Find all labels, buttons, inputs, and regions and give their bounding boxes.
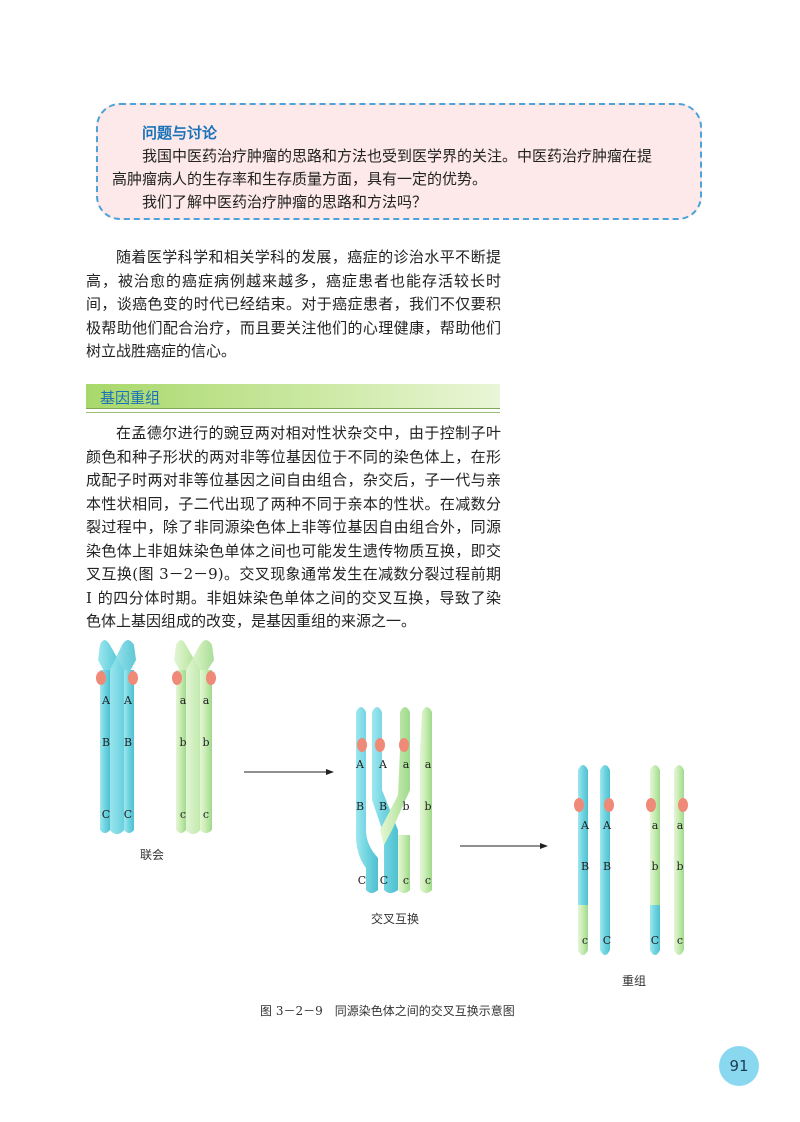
- centromere: [574, 798, 584, 812]
- chromatid-green-2: [420, 707, 432, 893]
- gene-letter: c: [677, 934, 683, 947]
- discussion-title: 问题与讨论: [142, 124, 218, 142]
- chromatid-cyan-2: [110, 640, 136, 834]
- section-header: 基因重组: [86, 384, 500, 409]
- gene-letter: A: [123, 694, 133, 707]
- synapsis-group: [96, 640, 216, 834]
- chromatid-cyan-1: [356, 707, 378, 893]
- discussion-line-1: 我国中医药治疗肿瘤的思路和方法也受到医学界的关注。中医药治疗肿瘤在提: [142, 147, 653, 165]
- chromatid-green-2: [674, 765, 684, 955]
- discussion-box: 问题与讨论 我国中医药治疗肿瘤的思路和方法也受到医学界的关注。中医药治疗肿瘤在提…: [96, 103, 702, 220]
- centromere: [357, 738, 367, 752]
- centromere: [206, 671, 216, 685]
- gene-letter: A: [355, 758, 365, 771]
- centromere: [399, 738, 409, 752]
- centromere: [375, 738, 385, 752]
- stage-label-synapsis: 联会: [140, 848, 165, 862]
- crossover-diagram: A A a a B B b b C C c c A A a a B B b b …: [96, 640, 688, 955]
- gene-letter: C: [102, 808, 110, 821]
- gene-letter: c: [582, 934, 588, 947]
- gene-letter: a: [425, 758, 432, 771]
- gene-letter: B: [603, 860, 611, 873]
- gene-letter: b: [202, 736, 209, 749]
- stage-label-crossover: 交叉互换: [371, 912, 420, 926]
- gene-letter: C: [124, 808, 132, 821]
- chromatid-cyan-2: [600, 765, 610, 955]
- arrow-1: [244, 769, 334, 775]
- centromere: [128, 671, 138, 685]
- chromatid-green-3: [398, 835, 410, 893]
- chromatid-green-3: [176, 670, 186, 833]
- gene-letter: A: [602, 819, 612, 832]
- figure-caption: 图 3－2－9 同源染色体之间的交叉互换示意图: [260, 1004, 515, 1018]
- gene-letter: c: [180, 808, 186, 821]
- discussion-line-2: 高肿瘤病人的生存率和生存质量方面，具有一定的优势。: [112, 170, 488, 188]
- arrow-2: [460, 843, 548, 849]
- gene-letter: C: [380, 874, 388, 887]
- gene-letter: b: [676, 860, 683, 873]
- stage-label-recombination: 重组: [622, 974, 647, 988]
- centromere: [646, 798, 656, 812]
- paragraph-recombination: 在孟德尔进行的豌豆两对相对性状杂交中，由于控制子叶颜色和种子形状的两对非等位基因…: [86, 424, 501, 630]
- gene-letter: a: [180, 694, 187, 707]
- chromatid-green-4: [200, 670, 212, 833]
- gene-letter: A: [580, 819, 590, 832]
- gene-letter: A: [378, 758, 388, 771]
- recombination-group: [574, 765, 688, 955]
- chromatid-cyan-3: [100, 670, 110, 833]
- gene-letter: B: [379, 800, 387, 813]
- gene-letter: a: [677, 819, 684, 832]
- discussion-line-3: 我们了解中医药治疗肿瘤的思路和方法吗？: [142, 193, 428, 211]
- gene-letter: A: [101, 694, 111, 707]
- recombined-segment: [578, 905, 588, 955]
- gene-letter: c: [403, 874, 409, 887]
- centromere: [678, 798, 688, 812]
- paragraph-cancer: 随着医学科学和相关学科的发展，癌症的诊治水平不断提高，被治愈的癌症病例越来越多，…: [86, 248, 501, 360]
- recombined-segment: [650, 905, 660, 955]
- section-divider: [86, 412, 500, 413]
- gene-letter: a: [403, 758, 410, 771]
- gene-letter: b: [179, 736, 186, 749]
- gene-letter: b: [651, 860, 658, 873]
- gene-letter: B: [356, 800, 364, 813]
- gene-letter: C: [358, 874, 366, 887]
- centromere: [604, 798, 614, 812]
- page-number: 91: [719, 1046, 759, 1086]
- gene-letter: B: [124, 736, 132, 749]
- chromatid-cyan-2: [372, 707, 398, 893]
- gene-letter: b: [424, 800, 431, 813]
- section-title: 基因重组: [100, 389, 161, 407]
- crossover-group: [356, 707, 432, 893]
- gene-letter: C: [651, 934, 659, 947]
- chromatid-cyan-4: [124, 670, 134, 833]
- centromere: [172, 671, 182, 685]
- centromere: [96, 671, 106, 685]
- gene-letter: b: [402, 800, 409, 813]
- gene-letter: B: [581, 860, 589, 873]
- gene-letter: C: [603, 934, 611, 947]
- gene-letter: c: [425, 874, 431, 887]
- gene-letter: a: [652, 819, 659, 832]
- gene-letter: a: [203, 694, 210, 707]
- gene-letter: B: [102, 736, 110, 749]
- gene-letter: c: [203, 808, 209, 821]
